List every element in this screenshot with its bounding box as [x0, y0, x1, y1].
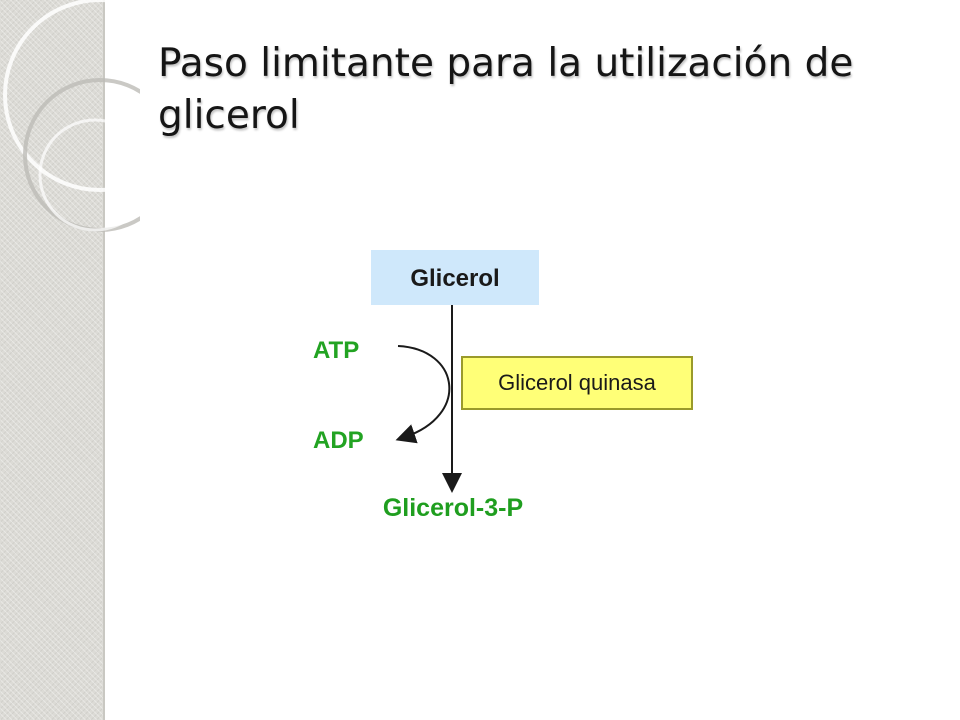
substrate-label: Glicerol — [410, 265, 499, 292]
decorative-rings — [3, 0, 140, 232]
enzyme-label: Glicerol quinasa — [498, 370, 657, 395]
enzyme-box — [461, 356, 693, 410]
product-label: Glicerol-3-P — [383, 494, 523, 522]
substrate-box — [371, 250, 539, 305]
cofactor-curved-arrow — [395, 345, 451, 444]
cofactor-in-label: ATP — [313, 337, 359, 364]
slide-title: Paso limitante para la utilización de gl… — [158, 41, 854, 138]
cofactor-out-label: ADP — [313, 427, 364, 454]
pathway-diagram: Glicerol ATP ADP Glicerol quinasa Glicer… — [270, 215, 710, 540]
